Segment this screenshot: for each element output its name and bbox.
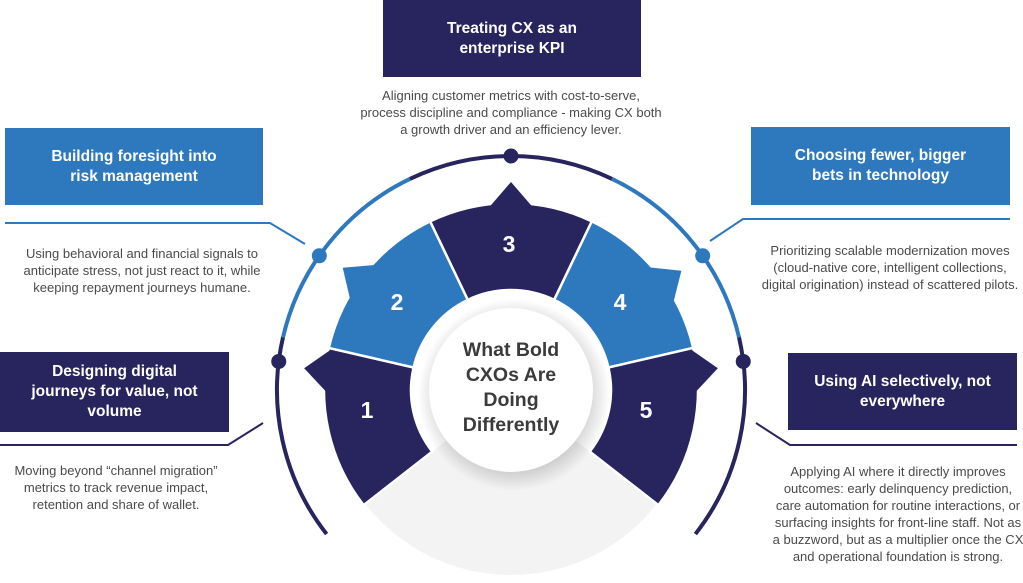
ring-dot-2	[311, 248, 327, 264]
item-5-description: Applying AI where it directly improves o…	[772, 464, 1023, 564]
segment-5-pointer	[691, 349, 718, 392]
item-1-heading-box: Designing digital journeys for value, no…	[0, 352, 229, 432]
item-4-heading-box: Choosing fewer, bigger bets in technolog…	[751, 127, 1010, 205]
item-4-description: Prioritizing scalable modernization move…	[761, 243, 1019, 292]
center-title: What Bold CXOs Are Doing Differently	[462, 339, 560, 436]
ring-dot-4	[695, 248, 711, 264]
ring-dot-1	[271, 353, 287, 369]
segment-5-number: 5	[639, 397, 653, 423]
item-5-heading: Using AI selectively, not everywhere	[814, 372, 991, 410]
ring-arc-4	[611, 177, 741, 338]
segment-2-pointer	[342, 265, 375, 299]
hub-circle	[429, 308, 593, 472]
connector-line-4	[709, 218, 1010, 242]
outer-ring	[271, 148, 751, 536]
segment-4-pointer	[649, 267, 682, 302]
segment-3-number: 3	[502, 231, 516, 257]
item-3-heading-box: Treating CX as an enterprise KPI	[383, 0, 641, 77]
segment-5-wedge	[588, 346, 700, 507]
connector-lines	[0, 218, 1017, 446]
ring-dot-3	[503, 148, 519, 164]
item-4-heading: Choosing fewer, bigger bets in technolog…	[794, 147, 967, 184]
segment-1-number: 1	[360, 397, 374, 423]
item-1-description: Moving beyond “channel migration” metric…	[14, 463, 218, 512]
segment-3-pointer	[490, 182, 532, 207]
connector-line-1	[0, 422, 264, 446]
item-5-heading-box: Using AI selectively, not everywhere	[788, 353, 1017, 430]
item-3-heading: Treating CX as an enterprise KPI	[446, 19, 578, 57]
segment-5	[588, 346, 718, 507]
item-2-heading-box: Building foresight into risk management	[5, 128, 263, 205]
segment-2-number: 2	[390, 289, 404, 315]
item-2-heading: Building foresight into risk management	[51, 147, 217, 185]
segment-1	[304, 346, 434, 507]
segment-1-pointer	[304, 349, 331, 392]
connector-line-5	[755, 422, 1017, 446]
item-3-description: Aligning customer metrics with cost-to-s…	[360, 88, 662, 137]
ring-dot-5	[735, 353, 751, 369]
connector-line-2	[5, 222, 306, 245]
ring-arc-2	[281, 177, 411, 338]
segment-4-number: 4	[613, 289, 627, 315]
item-1-heading: Designing digital journeys for value, no…	[31, 363, 198, 420]
item-2-description: Using behavioral and financial signals t…	[23, 246, 261, 295]
